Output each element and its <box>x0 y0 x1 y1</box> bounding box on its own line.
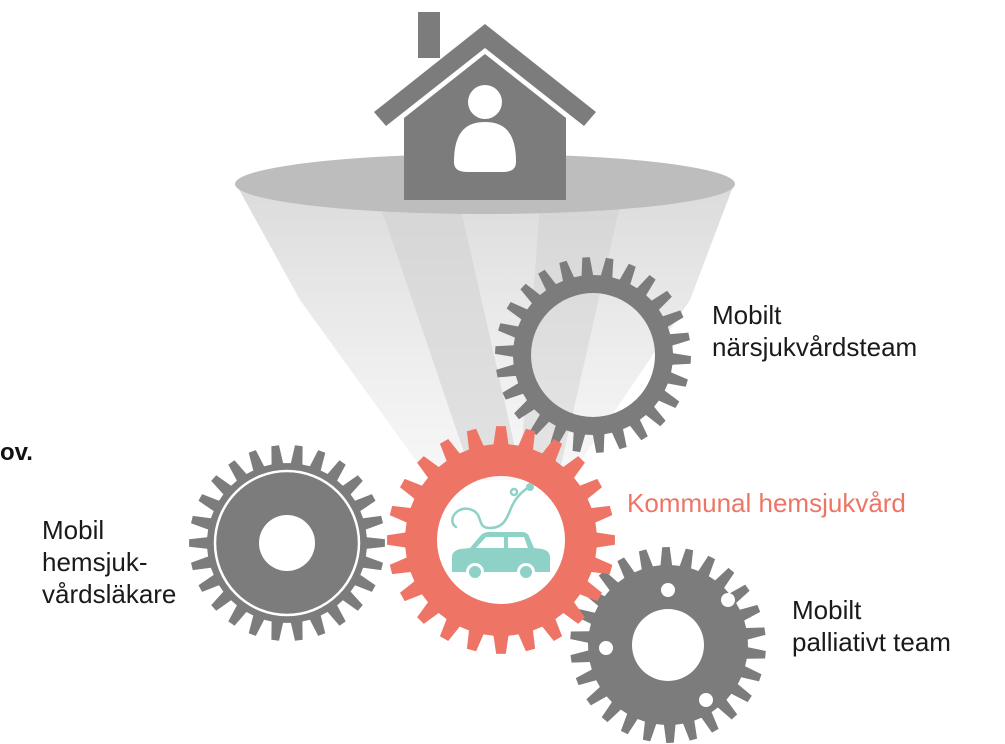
label-line: Mobilt <box>712 300 782 330</box>
cut-text-fragment: ov. <box>0 439 33 466</box>
gear-narsjukvard <box>495 257 691 453</box>
label-line: hemsjuk- <box>42 547 148 577</box>
label-line: vårdsläkare <box>42 579 177 609</box>
label-line: Mobil <box>42 515 105 545</box>
label-hemsjukvardslakare: Mobil hemsjuk- vårdsläkare <box>0 514 182 610</box>
stethoscope-icon <box>451 483 534 530</box>
label-palliativt-team: Mobilt palliativt team <box>792 594 951 658</box>
label-narsjukvardsteam: Mobilt närsjukvårdsteam <box>712 299 917 363</box>
car-icon <box>452 532 550 581</box>
label-line: Mobilt <box>792 595 862 625</box>
gear-hemsjuklakare <box>189 445 385 641</box>
gear-kommunal <box>387 426 615 654</box>
gear-holes <box>599 583 735 707</box>
label-kommunal-hemsjukvard: Kommunal hemsjukvård <box>627 488 906 518</box>
funnel <box>235 154 735 480</box>
house-person-icon <box>374 12 596 200</box>
gear-palliativ <box>570 547 766 743</box>
label-line: palliativt team <box>792 627 951 657</box>
label-line: närsjukvårdsteam <box>712 332 918 362</box>
gear-ring <box>213 469 361 617</box>
